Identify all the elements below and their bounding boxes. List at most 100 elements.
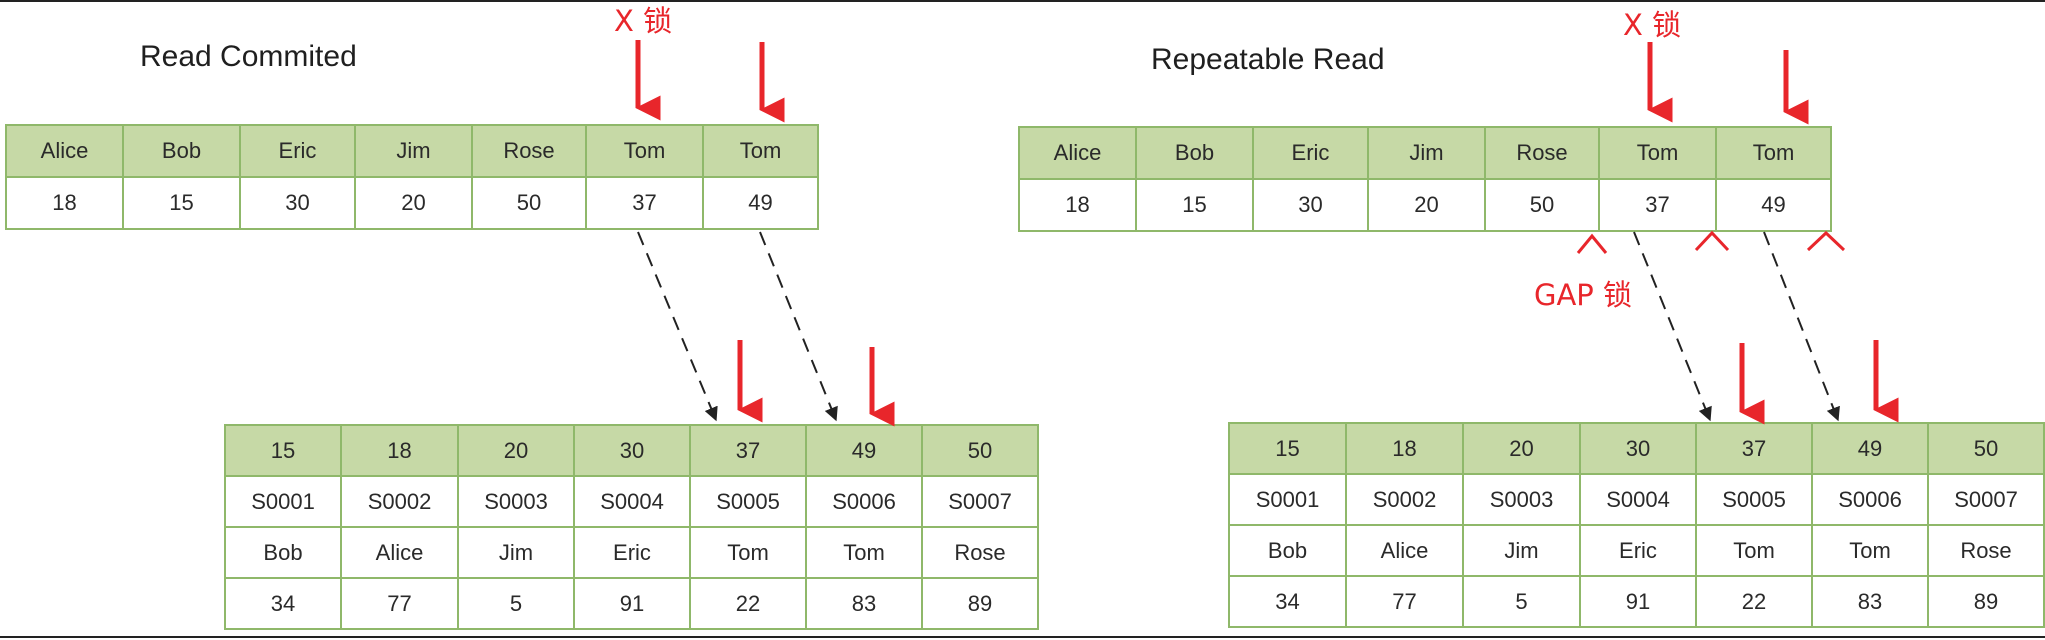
code-cell: S0002 bbox=[1345, 473, 1464, 526]
right-pointer-49 bbox=[1763, 231, 1840, 422]
pk-cell: 49 bbox=[1811, 422, 1929, 475]
right-primary-name-row: Bob Alice Jim Eric Tom Tom Rose bbox=[1228, 524, 2045, 577]
score-cell: 34 bbox=[1228, 575, 1347, 628]
score-cell: 34 bbox=[224, 577, 342, 630]
score-cell: 77 bbox=[1345, 575, 1464, 628]
right-x-lock-label: X 锁 bbox=[1623, 8, 1682, 42]
score-cell: 5 bbox=[1462, 575, 1581, 628]
id-cell: 18 bbox=[1018, 178, 1137, 232]
id-cell: 49 bbox=[1715, 178, 1832, 232]
row-name-cell: Eric bbox=[1579, 524, 1697, 577]
id-cell: 15 bbox=[122, 176, 241, 230]
pk-cell: 20 bbox=[457, 424, 575, 477]
row-name-cell: Jim bbox=[1462, 524, 1581, 577]
row-name-cell: Tom bbox=[1811, 524, 1929, 577]
row-name-cell: Tom bbox=[1695, 524, 1813, 577]
score-cell: 91 bbox=[1579, 575, 1697, 628]
code-cell: S0006 bbox=[1811, 473, 1929, 526]
row-name-cell: Alice bbox=[340, 526, 459, 579]
pk-cell: 30 bbox=[1579, 422, 1697, 475]
name-cell: Rose bbox=[1484, 126, 1600, 180]
right-pointer-37 bbox=[1633, 231, 1712, 422]
id-cell: 20 bbox=[1367, 178, 1486, 232]
left-primary-score-row: 34 77 5 91 22 83 89 bbox=[224, 577, 1039, 630]
left-pointer-37 bbox=[637, 231, 718, 422]
code-cell: S0007 bbox=[1927, 473, 2045, 526]
pk-cell: 50 bbox=[1927, 422, 2045, 475]
code-cell: S0005 bbox=[689, 475, 807, 528]
top-border-line bbox=[0, 0, 2045, 2]
right-name-index-table: Alice Bob Eric Jim Rose Tom Tom 18 15 30… bbox=[1018, 126, 1832, 232]
bottom-border-line bbox=[0, 636, 2045, 638]
row-name-cell: Bob bbox=[224, 526, 342, 579]
pk-cell: 18 bbox=[340, 424, 459, 477]
code-cell: S0004 bbox=[573, 475, 691, 528]
pk-cell: 30 bbox=[573, 424, 691, 477]
code-cell: S0003 bbox=[457, 475, 575, 528]
name-cell: Tom bbox=[1715, 126, 1832, 180]
pk-cell: 20 bbox=[1462, 422, 1581, 475]
gap-lock-label: GAP 锁 bbox=[1534, 278, 1633, 312]
row-name-cell: Tom bbox=[805, 526, 923, 579]
left-x-lock-label: X 锁 bbox=[614, 4, 673, 38]
name-cell: Alice bbox=[5, 124, 124, 178]
right-name-index-header-row: Alice Bob Eric Jim Rose Tom Tom bbox=[1018, 126, 1832, 180]
repeatable-read-title: Repeatable Read bbox=[1151, 43, 1385, 76]
pk-cell: 37 bbox=[1695, 422, 1813, 475]
name-cell: Eric bbox=[239, 124, 356, 178]
right-primary-id-row: 15 18 20 30 37 49 50 bbox=[1228, 422, 2045, 475]
id-cell: 50 bbox=[471, 176, 587, 230]
pk-cell: 49 bbox=[805, 424, 923, 477]
code-cell: S0002 bbox=[340, 475, 459, 528]
score-cell: 89 bbox=[1927, 575, 2045, 628]
pk-cell: 15 bbox=[1228, 422, 1347, 475]
left-primary-name-row: Bob Alice Jim Eric Tom Tom Rose bbox=[224, 526, 1039, 579]
code-cell: S0001 bbox=[1228, 473, 1347, 526]
gap-lock-caret-1 bbox=[1576, 233, 1608, 254]
id-cell: 15 bbox=[1135, 178, 1254, 232]
left-name-index-table: Alice Bob Eric Jim Rose Tom Tom 18 15 30… bbox=[5, 124, 819, 230]
row-name-cell: Tom bbox=[689, 526, 807, 579]
name-cell: Eric bbox=[1252, 126, 1369, 180]
name-cell: Bob bbox=[122, 124, 241, 178]
score-cell: 83 bbox=[805, 577, 923, 630]
score-cell: 91 bbox=[573, 577, 691, 630]
left-primary-index-table: 15 18 20 30 37 49 50 S0001 S0002 S0003 S… bbox=[224, 424, 1039, 630]
name-cell: Jim bbox=[1367, 126, 1486, 180]
id-cell: 50 bbox=[1484, 178, 1600, 232]
row-name-cell: Rose bbox=[921, 526, 1039, 579]
name-cell: Tom bbox=[702, 124, 819, 178]
id-cell: 49 bbox=[702, 176, 819, 230]
left-primary-code-row: S0001 S0002 S0003 S0004 S0005 S0006 S000… bbox=[224, 475, 1039, 528]
gap-lock-caret-2 bbox=[1694, 230, 1730, 252]
score-cell: 83 bbox=[1811, 575, 1929, 628]
right-primary-score-row: 34 77 5 91 22 83 89 bbox=[1228, 575, 2045, 628]
pk-cell: 37 bbox=[689, 424, 807, 477]
name-cell: Tom bbox=[1598, 126, 1717, 180]
row-name-cell: Jim bbox=[457, 526, 575, 579]
code-cell: S0007 bbox=[921, 475, 1039, 528]
name-cell: Tom bbox=[585, 124, 704, 178]
id-cell: 30 bbox=[1252, 178, 1369, 232]
left-primary-id-row: 15 18 20 30 37 49 50 bbox=[224, 424, 1039, 477]
score-cell: 22 bbox=[689, 577, 807, 630]
row-name-cell: Eric bbox=[573, 526, 691, 579]
code-cell: S0006 bbox=[805, 475, 923, 528]
right-primary-index-table: 15 18 20 30 37 49 50 S0001 S0002 S0003 S… bbox=[1228, 422, 2045, 628]
row-name-cell: Bob bbox=[1228, 524, 1347, 577]
score-cell: 22 bbox=[1695, 575, 1813, 628]
read-committed-title: Read Commited bbox=[140, 40, 357, 73]
pk-cell: 15 bbox=[224, 424, 342, 477]
left-pointer-49 bbox=[759, 231, 838, 422]
score-cell: 77 bbox=[340, 577, 459, 630]
name-cell: Rose bbox=[471, 124, 587, 178]
score-cell: 5 bbox=[457, 577, 575, 630]
row-name-cell: Alice bbox=[1345, 524, 1464, 577]
score-cell: 89 bbox=[921, 577, 1039, 630]
name-cell: Bob bbox=[1135, 126, 1254, 180]
left-name-index-value-row: 18 15 30 20 50 37 49 bbox=[5, 176, 819, 230]
left-name-index-header-row: Alice Bob Eric Jim Rose Tom Tom bbox=[5, 124, 819, 178]
id-cell: 20 bbox=[354, 176, 473, 230]
id-cell: 18 bbox=[5, 176, 124, 230]
